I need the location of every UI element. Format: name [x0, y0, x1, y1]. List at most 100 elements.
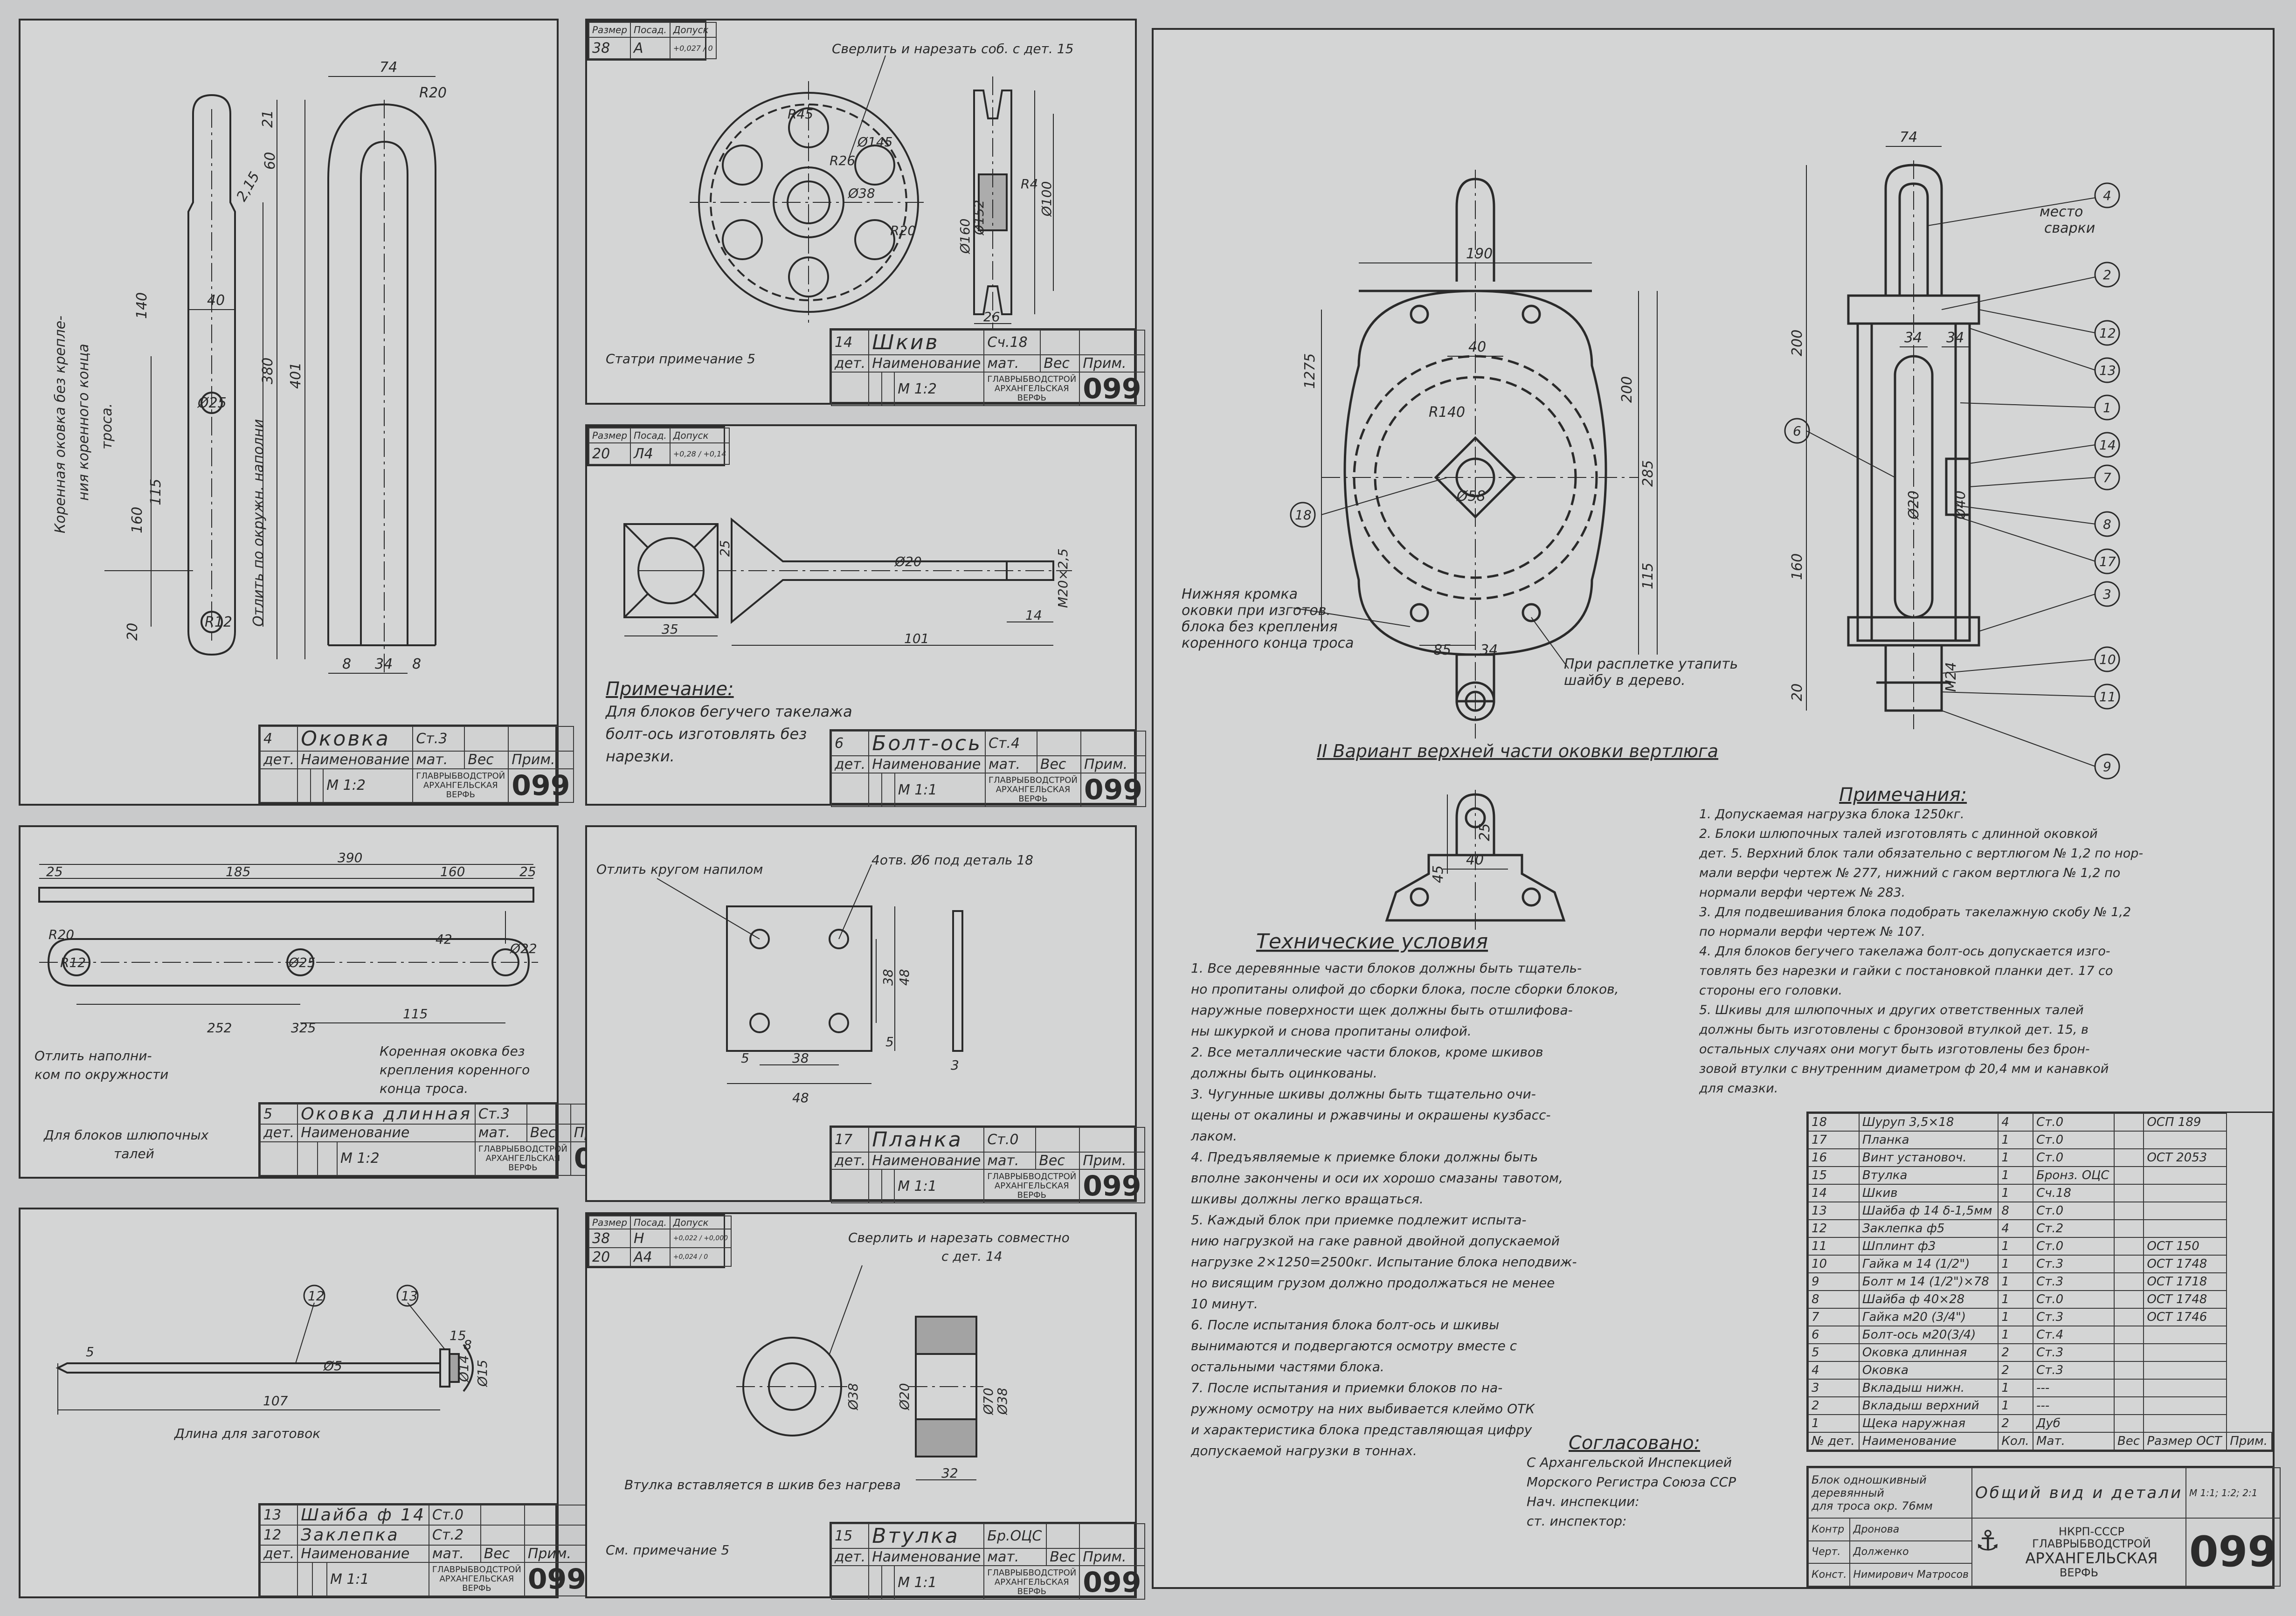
okl-tb-hdr-det: дет. — [259, 1124, 298, 1142]
spec-cell: Бронз. ОЦС — [2033, 1166, 2115, 1185]
shkiv-fit-h1: Посад. — [630, 21, 671, 38]
spec-cell — [2113, 1237, 2144, 1256]
vtulka-fit-h2: Допуск — [669, 1215, 732, 1230]
spec-cell: Шуруп 3,5×18 — [1858, 1113, 1999, 1132]
okl-dim-160: 160 — [440, 864, 465, 879]
bolt-fit-r2: +0,28 / +0,14 — [669, 442, 730, 465]
vtulka-fit-r11: А4 — [630, 1247, 671, 1267]
main-dim-40: 40 — [1468, 339, 1486, 355]
tech-line-4: ны шкуркой и снова пропитаны олифой. — [1191, 1023, 1472, 1039]
spec-cell: 2 — [1808, 1396, 1860, 1415]
main-dim-200: 200 — [1619, 376, 1635, 403]
tech-line-20: остальными частями блока. — [1191, 1359, 1384, 1374]
spec-cell — [2113, 1219, 2144, 1238]
okovka-dim-74: 74 — [380, 59, 397, 76]
spec-cell: Оковка длинная — [1858, 1343, 1999, 1362]
bolt-tb-no: 6 — [830, 731, 870, 756]
balloon-6: 6 — [1793, 423, 1801, 439]
sheet-planka: Отлить кругом напилом 4отв. Ø6 под детал… — [585, 825, 1145, 1203]
bolt-dim-25: 25 — [717, 540, 733, 557]
main-caption-variant: II Вариант верхней части оковки вертлюга — [1317, 741, 1718, 761]
tech-line-1: 1. Все деревянные части блоков должны бы… — [1191, 960, 1582, 976]
planka-dim-3: 3 — [951, 1057, 959, 1073]
okovka-long-drawing: 25 185 160 25 390 Ø22 R20 Ø25 R12 42 115… — [35, 850, 538, 1161]
shaiba-dim-15: 15 — [450, 1328, 466, 1343]
main-note-lower-2: оковки при изготов. — [1182, 602, 1331, 619]
okovka-note-1: Коренная оковка без крепле- — [52, 316, 69, 533]
spec-cell: Болт-ось м20(3/4) — [1858, 1326, 1999, 1344]
vtulka-dim-32: 32 — [941, 1465, 958, 1481]
okl-tb-name: Оковка длинная — [297, 1103, 476, 1125]
shkiv-tb-name: Шкив — [868, 330, 985, 355]
side-dim-200: 200 — [1789, 330, 1805, 356]
tech-line-11: вполне закончены и оси их хорошо смазаны… — [1191, 1170, 1563, 1186]
planka-tb-hdr-ves: Вес — [1035, 1152, 1080, 1170]
bolt-dim-101: 101 — [904, 631, 929, 646]
spec-cell — [2113, 1255, 2144, 1273]
shaiba-note: Длина для заготовок — [173, 1426, 320, 1441]
shkiv-fit-r2: +0,027 / 0 — [669, 37, 717, 59]
anchor-icon: ⚓ — [1975, 1524, 2000, 1557]
note-line-7: по нормали верфи чертеж № 107. — [1699, 925, 1925, 939]
tech-line-14: нию нагрузкой на гаке равной двойной доп… — [1191, 1233, 1560, 1249]
bolt-fit-h1: Посад. — [630, 427, 671, 444]
vtulka-tb-hdr-prim: Прим. — [1079, 1548, 1145, 1566]
okovka-tb-hdr-mat: мат. — [412, 751, 465, 769]
spec-cell — [2143, 1219, 2227, 1238]
spec-cell: Ст.0 — [2033, 1237, 2115, 1256]
planka-tb-hdr-mat: мат. — [983, 1152, 1037, 1170]
bolt-fit-h2: Допуск — [669, 427, 730, 444]
okl-dim-d22: Ø22 — [510, 941, 537, 956]
main-note-split-2: шайбу в дерево. — [1564, 672, 1686, 689]
spec-cell: 4 — [1808, 1361, 1860, 1380]
shkiv-drawing: Сверлить и нарезать соб. с дет. 15 R45 R… — [606, 41, 1073, 366]
shaiba-dim-8: 8 — [463, 1337, 472, 1353]
shaiba-dim-107: 107 — [263, 1393, 288, 1409]
bolt-tb-scale: М 1:1 — [894, 773, 986, 807]
main-note-lower-3: блока без крепления — [1182, 619, 1338, 635]
spec-cell: ОСТ 150 — [2143, 1237, 2227, 1256]
okovka-dim-34: 34 — [375, 656, 393, 672]
spec-cell: Дуб — [2033, 1414, 2115, 1433]
approval-title: Согласовано: — [1569, 1432, 1701, 1454]
okovka-dim-8a: 8 — [342, 656, 351, 672]
spec-cell: Ст.0 — [2033, 1290, 2115, 1309]
balloon-10: 10 — [2099, 652, 2116, 667]
vtulka-tb-scale: М 1:1 — [894, 1565, 985, 1600]
vtulka-tb-hdr-det: дет. — [830, 1548, 870, 1566]
okovka-dim-215: 2,15 — [234, 169, 263, 204]
shkiv-note-top: Сверлить и нарезать соб. с дет. 15 — [832, 41, 1073, 56]
spec-cell: 1 — [1998, 1326, 2034, 1344]
okovka-note-3: троса. — [99, 403, 115, 449]
variant-dim-40: 40 — [1466, 852, 1484, 868]
spec-cell — [2143, 1166, 2227, 1185]
spec-cell — [2143, 1202, 2227, 1220]
shkiv-dim-r4: R4 — [1021, 176, 1038, 192]
shkiv-tb-sheet: 099 — [1079, 372, 1145, 406]
tech-line-21: 7. После испытания и приемки блоков по н… — [1191, 1380, 1503, 1395]
spec-cell — [2113, 1361, 2144, 1380]
okl-note-left-2: ком по окружности — [35, 1067, 168, 1082]
bolt-tb-name: Болт-ось — [868, 731, 986, 756]
spec-cell — [2143, 1396, 2227, 1415]
spec-cell: 1 — [1808, 1414, 1860, 1433]
okovka-dim-21: 21 — [260, 110, 276, 128]
sheet-main: 190 40 R140 Ø58 1275 200 285 115 85 34 7… — [1152, 28, 2281, 1589]
okovka-dim-8b: 8 — [412, 656, 421, 672]
spec-cell: 8 — [1998, 1202, 2034, 1220]
vtulka-note-top-1: Сверлить и нарезать совместно — [848, 1230, 1070, 1245]
spec-cell: Планка — [1858, 1131, 1999, 1149]
bolt-note-line-2: болт-ось изготовлять без — [606, 725, 807, 743]
shkiv-dim-d160: Ø160 — [957, 219, 973, 254]
main-tb-role-1: Черт. — [1807, 1540, 1851, 1564]
okovka-tb-name: Оковка — [297, 725, 414, 752]
main-drawing: 190 40 R140 Ø58 1275 200 285 115 85 34 7… — [1182, 129, 2120, 953]
vtulka-tb-hdr-mat: мат. — [983, 1548, 1047, 1566]
